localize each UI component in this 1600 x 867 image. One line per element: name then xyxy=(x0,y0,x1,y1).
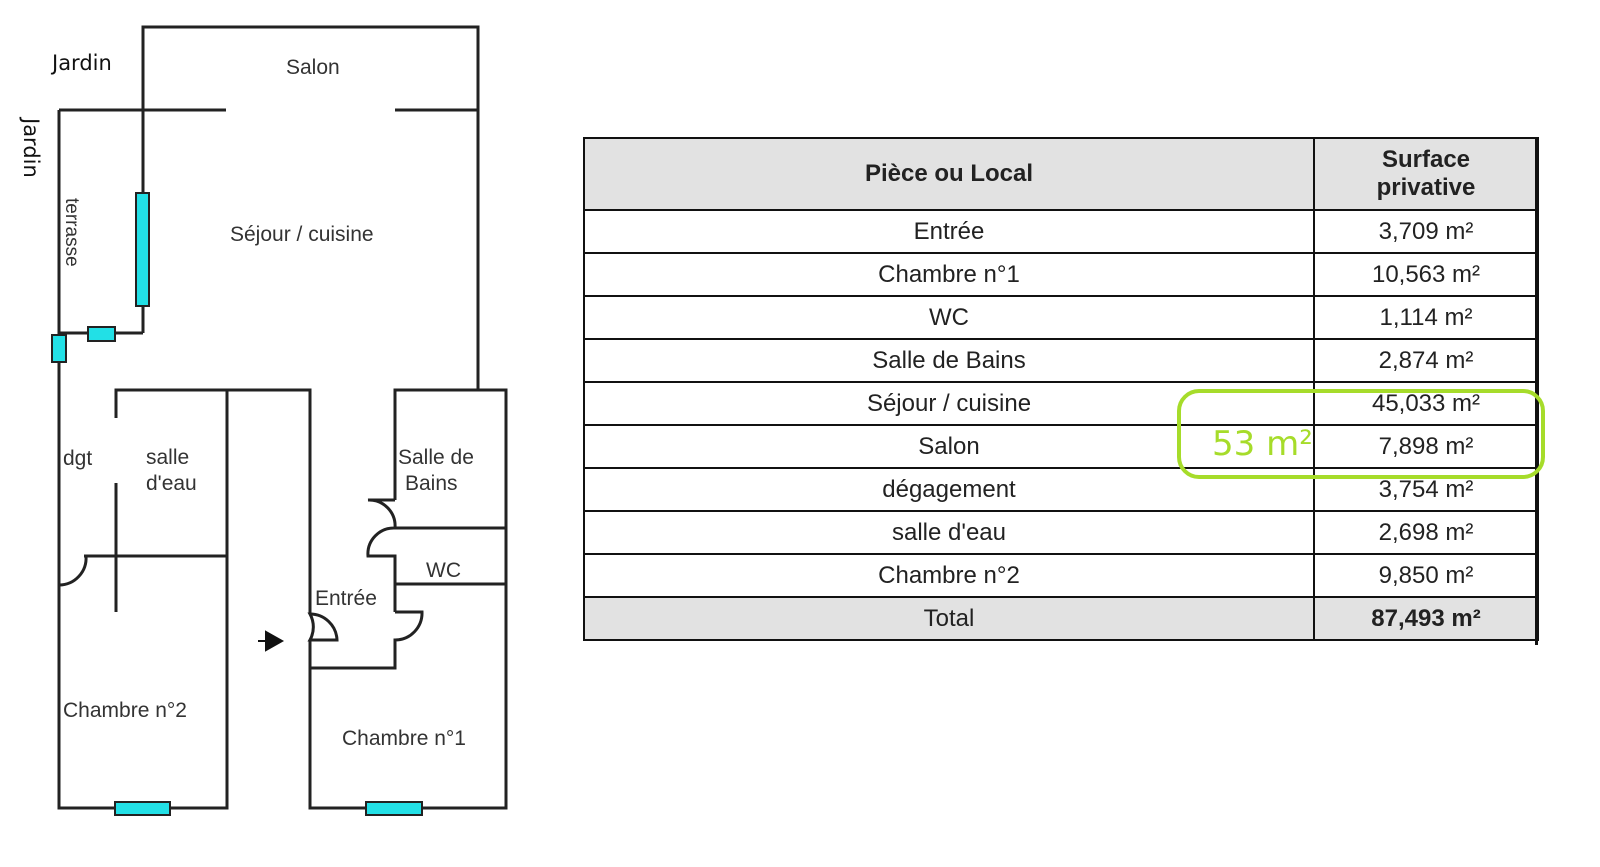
total-row: Total 87,493 m² xyxy=(583,596,1539,641)
window xyxy=(87,326,116,342)
label-jardin-top: Jardin xyxy=(50,51,112,75)
windows xyxy=(51,192,423,816)
label-sdb-1: Salle de xyxy=(398,446,474,469)
room-surface: 10,563 m² xyxy=(1313,252,1539,297)
header-surface-line2: privative xyxy=(1376,174,1476,201)
room-name: salle d'eau xyxy=(583,510,1315,555)
label-chambre1: Chambre n°1 xyxy=(342,727,466,750)
walls xyxy=(57,25,508,810)
label-salon: Salon xyxy=(286,56,340,79)
label-sdb-2: Bains xyxy=(405,472,458,495)
label-sejour: Séjour / cuisine xyxy=(230,223,374,246)
room-name: WC xyxy=(583,295,1315,340)
label-chambre2: Chambre n°2 xyxy=(63,699,187,722)
label-entree: Entrée xyxy=(315,587,377,610)
window xyxy=(135,192,150,307)
window xyxy=(365,801,423,816)
total-label: Total xyxy=(583,596,1315,641)
label-terrasse: terrasse xyxy=(61,198,82,267)
label-salle-eau-1: salle xyxy=(146,446,189,469)
highlight-ellipse xyxy=(1177,389,1545,479)
label-wc: WC xyxy=(426,559,461,582)
total-value: 87,493 m² xyxy=(1313,596,1539,641)
room-surface: 2,874 m² xyxy=(1313,338,1539,383)
floor-plan: Jardin Jardin Salon terrasse Séjour / cu… xyxy=(19,25,508,816)
room-surface: 7,898 m² xyxy=(1313,424,1539,469)
room-surface: 9,850 m² xyxy=(1313,553,1539,598)
room-surface: 45,033 m² xyxy=(1313,381,1539,426)
room-name: dégagement xyxy=(583,467,1315,512)
window xyxy=(114,801,171,816)
highlight-annotation: 53 m² xyxy=(1212,424,1313,464)
label-salle-eau-2: d'eau xyxy=(146,472,197,495)
room-name: Entrée xyxy=(583,209,1315,254)
room-name: Chambre n°2 xyxy=(583,553,1315,598)
room-surface: 2,698 m² xyxy=(1313,510,1539,555)
room-surface: 3,709 m² xyxy=(1313,209,1539,254)
table-edge xyxy=(1535,137,1546,645)
label-dgt: dgt xyxy=(63,447,92,470)
window xyxy=(51,334,67,363)
room-surface: 3,754 m² xyxy=(1313,467,1539,512)
header-surface-line1: Surface xyxy=(1381,146,1471,173)
room-surface: 1,114 m² xyxy=(1313,295,1539,340)
entrance-arrow-icon xyxy=(258,630,285,652)
label-jardin-side: Jardin xyxy=(19,116,43,178)
room-name: Salle de Bains xyxy=(583,338,1315,383)
header-room: Pièce ou Local xyxy=(583,137,1315,211)
room-name: Chambre n°1 xyxy=(583,252,1315,297)
